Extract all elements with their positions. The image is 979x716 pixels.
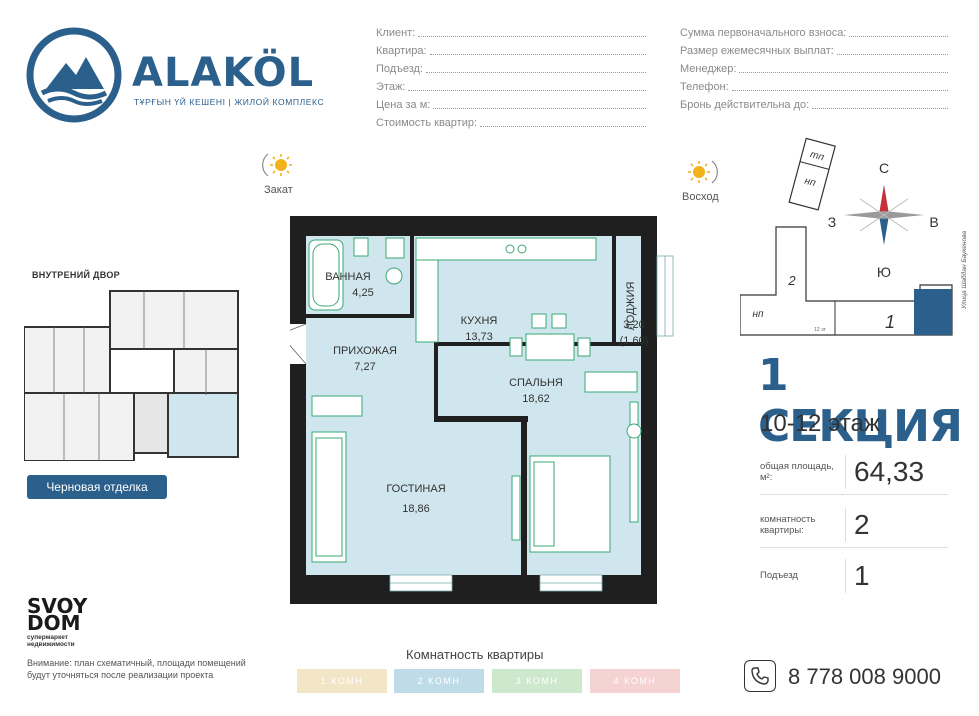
stat-total-area: общая площадь, м²: 64,33 [760, 450, 948, 495]
compass-east: В [929, 214, 938, 230]
loggia-area: 3,20 [623, 319, 644, 331]
living-area: 18,86 [402, 503, 430, 515]
phone-icon [744, 660, 776, 692]
living-name: ГОСТИНАЯ [386, 483, 445, 495]
bedroom-name: СПАЛЬНЯ [509, 377, 563, 389]
form-apartment[interactable]: Квартира: [376, 43, 646, 57]
form-monthly[interactable]: Размер ежемесячных выплат: [680, 43, 948, 57]
legend-2-room: 2 КОМН [394, 669, 484, 693]
compass-south: Ю [877, 264, 891, 280]
form-cost[interactable]: Стоимость квартир: [376, 115, 646, 129]
legend-1-room: 1 КОМН [297, 669, 387, 693]
bath-name: ВАННАЯ [325, 271, 371, 283]
svg-text:1: 1 [885, 312, 895, 332]
svg-text:нп: нп [752, 309, 764, 320]
bedroom-area: 18,62 [522, 393, 550, 405]
legend-4-room: 4 КОМН [590, 669, 680, 693]
loggia-area2: (1,60) [620, 335, 649, 347]
form-price-m[interactable]: Цена за м: [376, 97, 646, 111]
street-name: Улица Шабдан Баукенова [960, 231, 968, 310]
svoydom-logo: SVOY DOM [27, 594, 88, 635]
stat-rooms: комнатность квартиры: 2 [760, 503, 948, 548]
form-manager[interactable]: Менеджер: [680, 61, 948, 75]
brand-name: ALAKÖL [132, 50, 315, 96]
legend-3-room: 3 КОМН [492, 669, 582, 693]
kitchen-name: КУХНЯ [461, 315, 498, 327]
sunset-icon [262, 153, 292, 177]
hall-area: 7,27 [354, 361, 375, 373]
form-floor[interactable]: Этаж: [376, 79, 646, 93]
loggia-name: ЛОДЖИЯ [625, 281, 637, 330]
brand-subtitle: ТҰРҒЫН ҮЙ КЕШЕНІ | ЖИЛОЙ КОМПЛЕКС [134, 97, 325, 107]
highlighted-apartment [167, 392, 239, 458]
form-downpayment[interactable]: Сумма первоначального взноса: [680, 25, 948, 39]
kitchen-area: 13,73 [465, 331, 493, 343]
svg-text:2: 2 [787, 273, 796, 288]
compass-north: С [879, 160, 889, 176]
stat-entrance: Подъезд 1 [760, 553, 948, 598]
bath-area: 4,25 [352, 287, 373, 299]
svg-text:нп: нп [803, 176, 817, 190]
apartment-floor-plan: ВАННАЯ 4,25 КУХНЯ 13,73 ЛОДЖИЯ 3,20 (1,6… [290, 216, 674, 604]
sunrise-icon [688, 160, 718, 184]
hall-name: ПРИХОЖАЯ [333, 345, 397, 357]
disclaimer-note: Внимание: план схематичный, площади поме… [27, 658, 246, 680]
alakol-logo-icon [26, 27, 122, 123]
rough-finish-button[interactable]: Черновая отделка [27, 475, 167, 499]
building-key-plan: С Ю З В тп нп 2 1 нп 12 эт Улица Шабдан … [740, 137, 968, 336]
yard-title: ВНУТРЕНИЙ ДВОР [32, 270, 120, 280]
floor-range: 10-12 этаж [760, 410, 880, 437]
form-reservation[interactable]: Бронь действительна до: [680, 97, 948, 111]
svg-text:тп: тп [809, 149, 826, 163]
floor-overview-plan [24, 285, 242, 461]
form-client[interactable]: Клиент: [376, 25, 646, 39]
compass-west: З [828, 214, 836, 230]
svg-text:12 эт: 12 эт [814, 327, 826, 333]
svoydom-subtitle: супермаркет недвижимости [27, 634, 75, 648]
legend-title: Комнатность квартиры [406, 647, 544, 662]
sunset-label: Закат [264, 184, 293, 196]
loggia-floor [616, 236, 641, 342]
contact-phone[interactable]: 8 778 008 9000 [788, 664, 941, 689]
form-phone[interactable]: Телефон: [680, 79, 948, 93]
form-entrance[interactable]: Подъезд: [376, 61, 646, 75]
section-title: 1 СЕКЦИЯ [758, 350, 963, 452]
sunrise-label: Восход [682, 191, 719, 203]
